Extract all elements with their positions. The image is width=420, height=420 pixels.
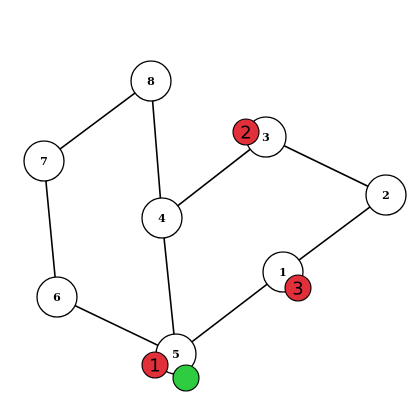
- marker-label: 3: [292, 279, 303, 300]
- node-label: 7: [40, 155, 48, 168]
- node-label: 3: [262, 131, 270, 144]
- edge-7-6: [43, 160, 58, 298]
- edge-8-7: [43, 80, 152, 162]
- node-circle: [365, 174, 407, 216]
- node-label: 6: [53, 291, 61, 304]
- edge-8-4: [150, 80, 163, 219]
- edges-layer: [43, 80, 387, 355]
- node-label: 5: [172, 348, 180, 361]
- marker-circle: [141, 351, 169, 379]
- edge-4-3: [161, 136, 267, 219]
- node-6: 6: [36, 276, 78, 318]
- step-marker-2: 2: [232, 118, 260, 146]
- marker-circle: [232, 118, 260, 146]
- node-circle: [141, 197, 183, 239]
- node-8: 8: [130, 60, 172, 102]
- edge-2-1: [282, 194, 387, 273]
- node-4: 4: [141, 197, 183, 239]
- marker-circle: [284, 274, 312, 302]
- node-circle: [23, 140, 65, 182]
- node-2: 2: [365, 174, 407, 216]
- node-7: 7: [23, 140, 65, 182]
- step-marker-3: 3: [284, 274, 312, 302]
- marker-circle: [172, 364, 200, 392]
- markers-layer: 123: [141, 118, 312, 392]
- step-marker-1: 1: [141, 351, 169, 379]
- marker-label: 2: [240, 123, 251, 144]
- edge-1-5: [175, 271, 284, 355]
- node-label: 8: [147, 75, 155, 88]
- node-label: 1: [279, 266, 287, 279]
- node-circle: [36, 276, 78, 318]
- edge-4-5: [161, 217, 177, 355]
- start-marker: [172, 364, 200, 392]
- edge-3-2: [265, 136, 387, 196]
- marker-label: 1: [149, 356, 160, 377]
- edge-6-5: [56, 296, 177, 355]
- node-label: 2: [382, 189, 390, 202]
- node-circle: [130, 60, 172, 102]
- node-label: 4: [158, 212, 166, 225]
